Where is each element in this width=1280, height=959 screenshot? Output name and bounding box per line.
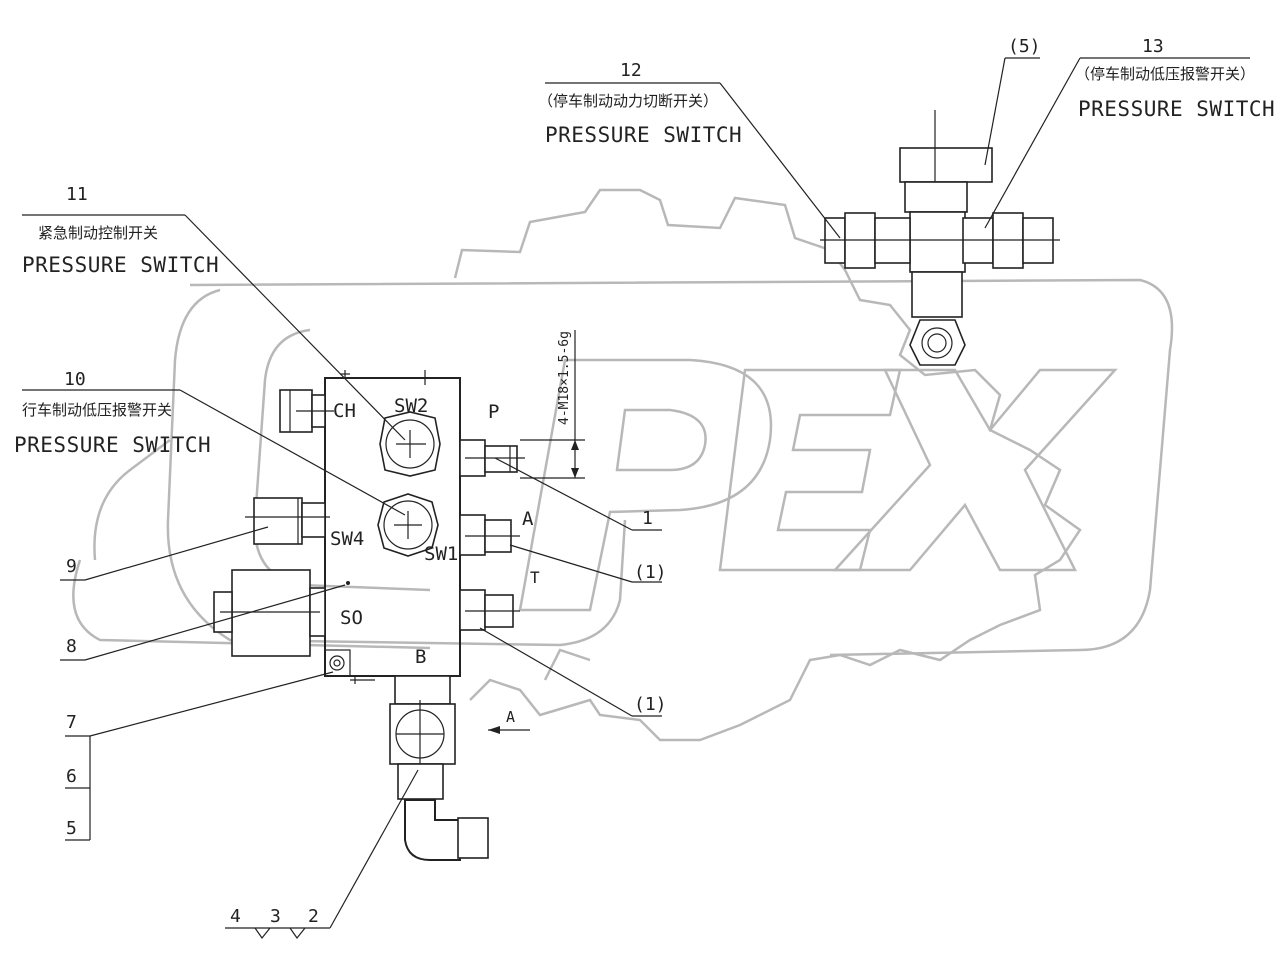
callout-3: 3	[270, 906, 281, 927]
callout-11-number: 11	[66, 184, 88, 205]
callout-1b: (1)	[634, 694, 667, 715]
view-label-a: A	[506, 708, 515, 726]
port-label-sw4: SW4	[330, 528, 364, 550]
port-label-ch: CH	[333, 400, 356, 422]
port-label-t: T	[530, 568, 540, 587]
port-label-so: SO	[340, 607, 363, 629]
port-label-sw1: SW1	[424, 543, 458, 565]
leader-lines	[22, 57, 1250, 940]
port-b-fitting	[389, 675, 489, 861]
port-p-fitting	[459, 439, 525, 477]
callout-10-en: PRESSURE SWITCH	[14, 433, 211, 457]
callout-4: 4	[230, 906, 241, 927]
callout-13-number: 13	[1142, 36, 1164, 57]
port-label-p: P	[488, 401, 499, 423]
port-label-sw2: SW2	[394, 395, 428, 417]
callout-2: 2	[308, 906, 319, 927]
dimension-thread	[520, 330, 585, 479]
callout-5: 5	[66, 818, 77, 839]
callout-6: 6	[66, 766, 77, 787]
callout-5-bracketed: (5)	[1008, 36, 1041, 57]
watermark-gear	[453, 188, 1082, 742]
callout-13-en: PRESSURE SWITCH	[1078, 97, 1275, 121]
callout-1: 1	[642, 508, 653, 529]
callout-11-en: PRESSURE SWITCH	[22, 253, 219, 277]
port-t-fitting	[459, 589, 520, 631]
callout-10-cn: 行车制动低压报警开关	[22, 401, 172, 419]
watermark-opex	[72, 278, 1174, 657]
callout-12-number: 12	[620, 60, 642, 81]
thread-dimension-text: 4-M18×1.5-6g	[557, 331, 572, 425]
callout-13-cn: （停车制动低压报警开关）	[1075, 65, 1255, 83]
tee-assembly	[820, 110, 1060, 366]
callout-7: 7	[66, 712, 77, 733]
port-a-fitting	[459, 514, 520, 556]
callout-9: 9	[66, 556, 77, 577]
callout-12-en: PRESSURE SWITCH	[545, 123, 742, 147]
ch-plug	[279, 389, 334, 433]
sensor-9	[245, 497, 330, 545]
solenoid-so	[213, 569, 326, 657]
callout-12-cn: （停车制动动力切断开关）	[538, 92, 718, 110]
callout-11-cn: 紧急制动控制开关	[38, 224, 158, 242]
sw2-pressure-switch	[379, 411, 441, 477]
port-label-b: B	[415, 646, 426, 668]
callout-1a: (1)	[634, 562, 667, 583]
callout-10-number: 10	[64, 369, 86, 390]
view-arrow	[488, 726, 530, 734]
sw4-pressure-switch	[377, 493, 439, 557]
callout-8: 8	[66, 636, 77, 657]
port-label-a: A	[522, 508, 534, 530]
